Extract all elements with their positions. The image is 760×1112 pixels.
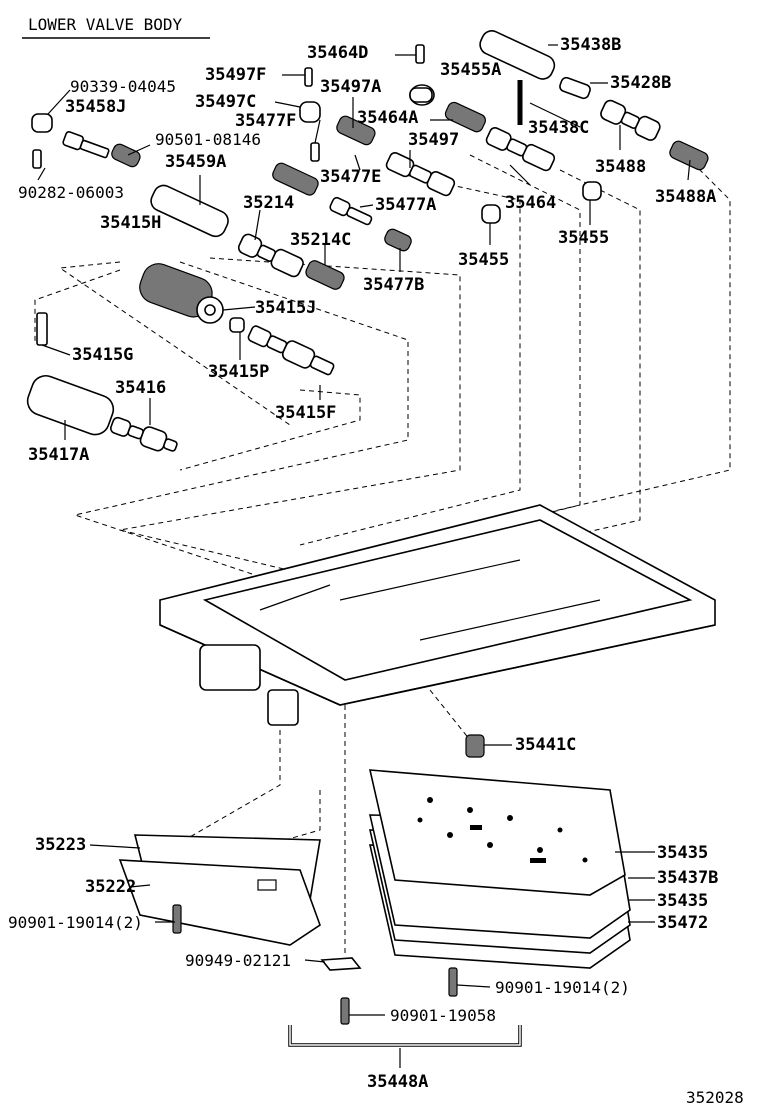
label-35223: 35223 — [35, 835, 86, 855]
label-35417A: 35417A — [28, 445, 89, 465]
label-35416: 35416 — [115, 378, 166, 398]
separator-plates — [118, 834, 321, 946]
leader-lines — [37, 44, 691, 1068]
label-35497: 35497 — [408, 130, 459, 150]
label-35435-a: 35435 — [657, 843, 708, 863]
label-35441C: 35441C — [515, 735, 576, 755]
diagram-title: LOWER VALVE BODY — [28, 15, 182, 34]
label-90901-19014-right: 90901-19014(2) — [495, 978, 630, 997]
label-90282-06003: 90282-06003 — [18, 183, 124, 202]
label-35497A: 35497A — [320, 77, 381, 97]
label-35438B: 35438B — [560, 35, 621, 55]
label-35497C: 35497C — [195, 92, 256, 112]
part-labels: 35464D 35438B 90339-04045 35497F 35455A … — [8, 35, 744, 1107]
bolts — [172, 904, 458, 1025]
label-35459A: 35459A — [165, 152, 226, 172]
label-35214C: 35214C — [290, 230, 351, 250]
label-35437B: 35437B — [657, 868, 718, 888]
plug-35441C — [465, 734, 485, 758]
small-valve-parts — [26, 30, 709, 452]
plate-stack — [368, 769, 631, 969]
label-35488A: 35488A — [655, 187, 716, 207]
label-35455-b: 35455 — [458, 250, 509, 270]
label-35458J: 35458J — [65, 97, 126, 117]
label-35415P: 35415P — [208, 362, 269, 382]
label-35464A: 35464A — [357, 108, 418, 128]
label-35415G: 35415G — [72, 345, 133, 365]
label-90901-19058: 90901-19058 — [390, 1006, 496, 1025]
bracket-35448A — [288, 1025, 522, 1047]
label-35415H: 35415H — [100, 213, 161, 233]
label-35415F: 35415F — [275, 403, 336, 423]
label-35455A: 35455A — [440, 60, 501, 80]
label-35477A: 35477A — [375, 195, 436, 215]
label-90949-02121: 90949-02121 — [185, 951, 291, 970]
label-35222: 35222 — [85, 877, 136, 897]
lower-valve-body-casting — [159, 504, 716, 726]
label-35415J: 35415J — [255, 298, 316, 318]
figure-number: 352028 — [686, 1088, 744, 1107]
label-35488: 35488 — [595, 157, 646, 177]
label-35435-b: 35435 — [657, 891, 708, 911]
label-90501-08146: 90501-08146 — [155, 130, 261, 149]
label-35472: 35472 — [657, 913, 708, 933]
label-35455-a: 35455 — [558, 228, 609, 248]
label-35464D: 35464D — [307, 43, 368, 63]
label-35497F: 35497F — [205, 65, 266, 85]
label-35428B: 35428B — [610, 73, 671, 93]
label-35477F: 35477F — [235, 111, 296, 131]
label-35214: 35214 — [243, 193, 294, 213]
label-90901-19014-left: 90901-19014(2) — [8, 913, 143, 932]
label-35464: 35464 — [505, 193, 556, 213]
label-90339-04045: 90339-04045 — [70, 77, 176, 96]
label-35477B: 35477B — [363, 275, 424, 295]
label-35438C: 35438C — [528, 118, 589, 138]
label-35477E: 35477E — [320, 167, 381, 187]
label-35448A: 35448A — [367, 1072, 428, 1092]
